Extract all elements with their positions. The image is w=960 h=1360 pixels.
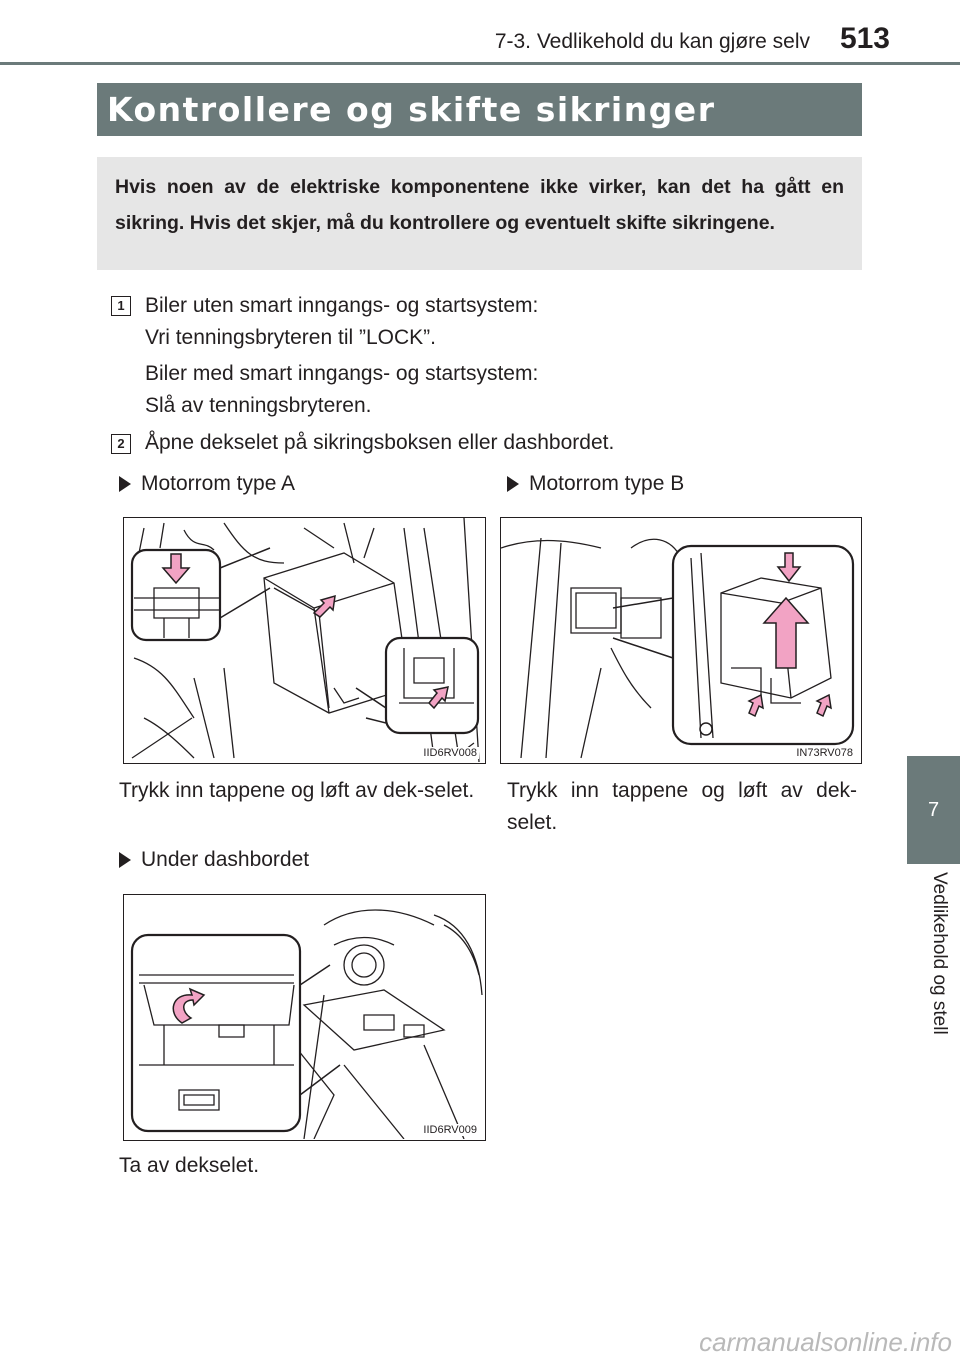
section-heading: 7-3. Vedlikehold du kan gjøre selv [494, 30, 810, 53]
intro-box: Hvis noen av de elektriske komponentene … [97, 157, 862, 270]
figure-b-heading: Motorrom type B [507, 472, 684, 496]
figure-b-image: IN73RV078 [500, 517, 862, 764]
figure-c-heading: Under dashbordet [119, 848, 309, 872]
figure-a-heading-text: Motorrom type A [141, 472, 296, 495]
figure-b-heading-text: Motorrom type B [529, 472, 685, 495]
figure-c-code: IID6RV009 [421, 1124, 479, 1136]
figure-a-image: IID6RV008 [123, 517, 486, 764]
triangle-bullet-icon [507, 476, 519, 492]
page-number: 513 [839, 22, 890, 55]
chapter-label: Vedlikehold og stell [929, 872, 950, 1035]
figure-a-caption: Trykk inn tappene og løft av dek-selet. [119, 779, 475, 802]
figure-b-code: IN73RV078 [794, 747, 855, 759]
step-1-badge: 1 [111, 296, 131, 316]
figure-c-image: IID6RV009 [123, 894, 486, 1141]
triangle-bullet-icon [119, 852, 131, 868]
step-1-line-2: Vri tenningsbryteren til ”LOCK”. [145, 326, 436, 349]
figure-c-heading-text: Under dashbordet [141, 848, 310, 871]
header-rule [0, 62, 960, 65]
watermark: carmanualsonline.info [699, 1327, 952, 1357]
step-2-text: Åpne dekselet på sikringsboksen eller da… [145, 431, 615, 454]
figure-c-caption: Ta av dekselet. [119, 1154, 260, 1177]
step-2-badge: 2 [111, 434, 131, 454]
step-1-line-4: Slå av tenningsbryteren. [145, 394, 372, 417]
triangle-bullet-icon [119, 476, 131, 492]
chapter-tab: 7 [907, 756, 960, 864]
figure-b-caption: Trykk inn tappene og løft av dek-selet. [507, 779, 857, 834]
step-1-line-1: Biler uten smart inngangs- og startsyste… [145, 294, 539, 317]
page-title: Kontrollere og skifte sikringer [97, 83, 862, 136]
figure-a-heading: Motorrom type A [119, 472, 295, 496]
figure-a-code: IID6RV008 [421, 747, 479, 759]
step-1-line-3: Biler med smart inngangs- og startsystem… [145, 362, 539, 385]
